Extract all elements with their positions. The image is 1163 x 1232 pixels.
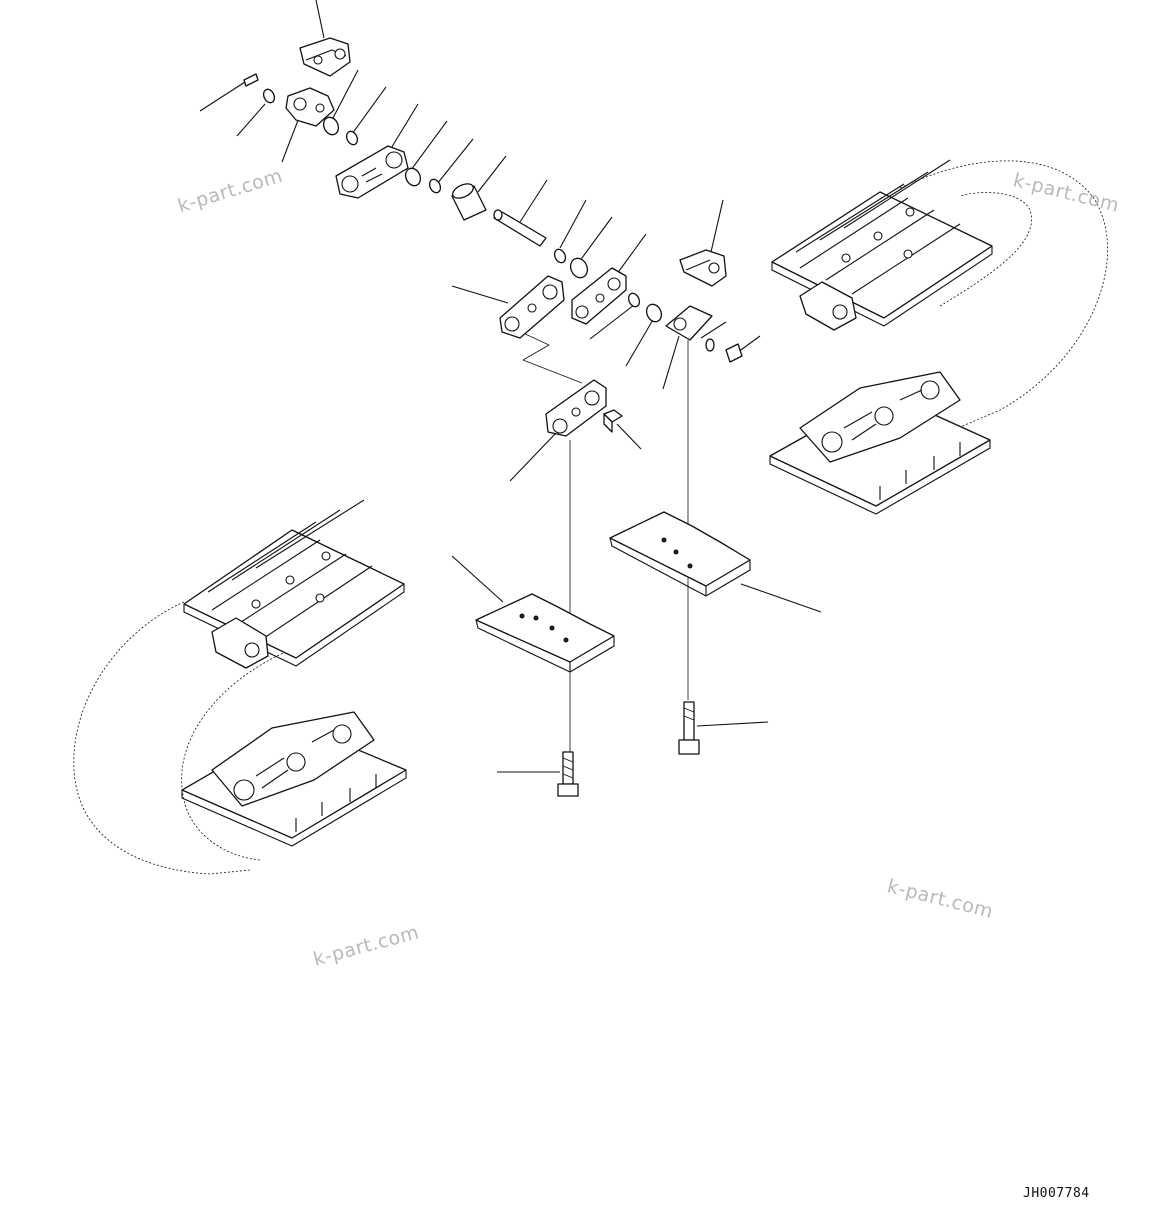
track-shoe-left bbox=[475, 593, 615, 673]
track-loop-left bbox=[73, 499, 407, 875]
master-link-half bbox=[285, 87, 335, 127]
seal-rings-d bbox=[627, 292, 663, 323]
track-link-left bbox=[499, 275, 565, 339]
master-link-top-piece-b bbox=[679, 249, 727, 287]
track-link bbox=[335, 145, 409, 199]
link-washer bbox=[262, 88, 276, 104]
spacer bbox=[705, 338, 715, 352]
track-shoe-right bbox=[609, 511, 751, 597]
shoe-bolt-right bbox=[678, 701, 700, 755]
pin-plug bbox=[725, 343, 743, 363]
master-link-top-piece bbox=[299, 37, 351, 77]
seal-ring-a bbox=[322, 116, 359, 146]
nut bbox=[603, 409, 623, 433]
link-bolt bbox=[243, 73, 259, 87]
track-link-assembly bbox=[545, 379, 607, 437]
seal-rings-b bbox=[404, 167, 442, 194]
track-link-right bbox=[571, 267, 627, 325]
seal-rings-c bbox=[553, 248, 589, 279]
master-link-half-b bbox=[665, 305, 713, 341]
drawing-code: JH007784 bbox=[1023, 1186, 1090, 1201]
track-loop-right bbox=[769, 159, 1108, 515]
bushing bbox=[451, 183, 487, 221]
track-pin bbox=[493, 209, 547, 247]
shoe-bolt-left bbox=[557, 751, 579, 797]
leader-lines bbox=[199, 0, 822, 773]
